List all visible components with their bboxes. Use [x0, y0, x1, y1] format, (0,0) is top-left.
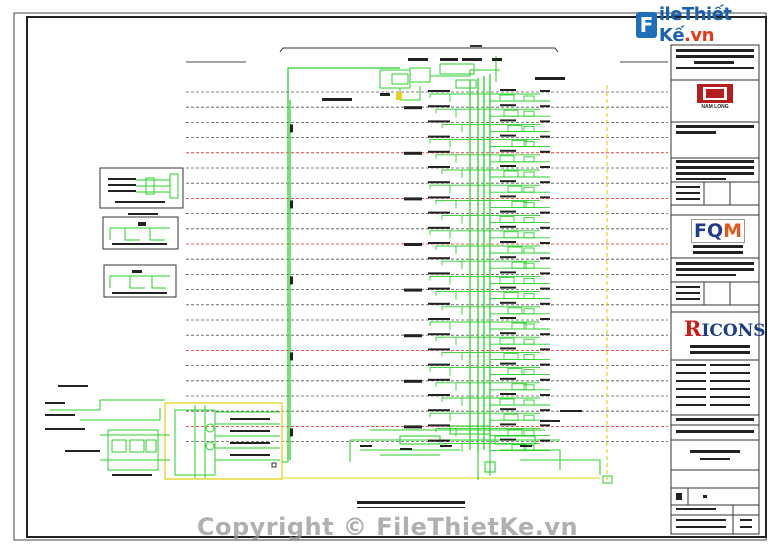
detail-box-2 — [102, 213, 179, 250]
top-dimension-line — [279, 47, 559, 53]
floor-tag — [428, 134, 550, 138]
fqm-logo-tail: M — [723, 220, 743, 242]
floor-tag — [428, 256, 550, 260]
floor-branch — [429, 93, 550, 102]
namlong-logo-label: NAM LONG — [701, 104, 729, 110]
floor-branch — [435, 291, 550, 300]
floor-branch — [441, 351, 550, 361]
floor-tag — [290, 423, 550, 437]
site-logo-name: ileThiết Kế — [658, 4, 732, 46]
floor-tag — [404, 377, 550, 383]
floor-branch — [435, 382, 550, 391]
detail-box-3 — [103, 264, 177, 298]
floor-branch — [429, 321, 550, 330]
fqm-logo: FQM — [691, 219, 745, 243]
floor-tag — [404, 149, 550, 155]
copyright-watermark: Copyright © FileThietKe.vn — [196, 513, 579, 541]
floor-branch-circuits — [429, 93, 550, 452]
sheet-inner-border — [26, 16, 767, 538]
floor-tag — [404, 241, 550, 246]
floor-branch — [429, 139, 550, 148]
floor-branch — [435, 199, 550, 209]
floor-branch — [435, 154, 550, 163]
floor-tag — [290, 271, 550, 285]
roof-equipment — [379, 56, 500, 101]
floor-tag — [428, 438, 550, 442]
floor-branch — [435, 108, 550, 118]
floor-tag — [404, 332, 550, 338]
floor-tag — [404, 104, 550, 110]
floor-tag — [428, 225, 550, 229]
floor-tag — [428, 210, 550, 214]
title-block — [670, 44, 760, 535]
floor-branch — [429, 275, 550, 285]
main-risers — [287, 67, 491, 462]
floor-branch — [441, 260, 550, 270]
floor-branch — [435, 336, 550, 346]
site-logo-text: ileThiết Kế.vn — [659, 4, 775, 46]
bottom-labels — [360, 410, 582, 450]
floor-branch — [429, 230, 550, 239]
detail-box-1 — [99, 167, 184, 209]
title-block-text-lines — [676, 49, 754, 528]
floor-tag — [290, 347, 550, 361]
floor-level-lines — [186, 91, 668, 443]
floor-tag — [428, 362, 550, 366]
namlong-logo — [697, 84, 733, 103]
ricons-logo-rest: ICONS — [701, 321, 766, 341]
floor-branch — [441, 215, 550, 224]
fqm-logo-main: FQ — [693, 220, 724, 242]
floor-tag — [290, 119, 550, 133]
floor-branch — [441, 306, 550, 315]
site-logo-icon: F — [636, 12, 657, 38]
floor-branch — [441, 169, 550, 178]
bottom-distribution — [349, 425, 601, 480]
ricons-logo-first: R — [684, 316, 702, 341]
site-logo-tld: .vn — [684, 25, 714, 46]
floor-branch — [435, 245, 550, 254]
site-logo[interactable]: F ileThiết Kế.vn — [636, 4, 775, 46]
roof-labels — [322, 58, 565, 101]
floor-tag — [428, 408, 550, 412]
floor-tag — [428, 317, 550, 320]
floor-branch — [441, 123, 550, 133]
floor-tag — [404, 286, 550, 292]
floor-branch — [429, 184, 550, 194]
floor-branch — [441, 397, 550, 406]
floor-tag — [428, 180, 550, 184]
floor-tag — [428, 393, 550, 396]
floor-tag — [428, 165, 550, 168]
main-switchboard — [45, 385, 288, 480]
floor-tag — [428, 89, 550, 92]
drawing-title — [357, 501, 465, 508]
floor-tags — [290, 89, 550, 442]
ricons-logo: RICONS — [684, 316, 766, 342]
floor-branch — [429, 367, 550, 376]
floor-tag — [428, 301, 550, 305]
floor-tag — [290, 195, 550, 209]
floor-branch — [429, 412, 550, 422]
